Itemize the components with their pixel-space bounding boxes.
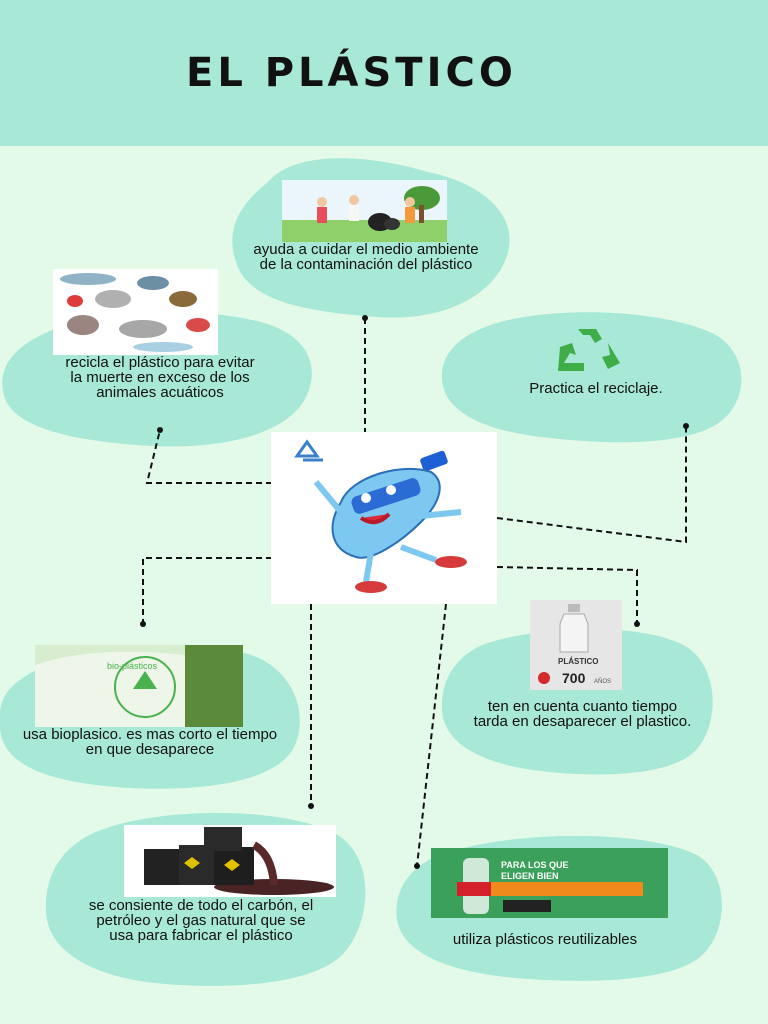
- sea-animals-icon: [60, 273, 210, 352]
- bottle-label: PLÁSTICO: [558, 657, 598, 666]
- people-cleaning-icon: [282, 186, 447, 242]
- bioplastic-text: usa bioplasico. es mas corto el tiempo e…: [22, 726, 278, 758]
- reusable-ad-image: PARA LOS QUE ELIGEN BIEN: [431, 848, 668, 918]
- animals-text: recicla el plástico para evitar la muert…: [65, 354, 255, 401]
- bottle-years-unit: AÑOS: [594, 678, 611, 685]
- oil-barrels-image: [124, 825, 336, 897]
- bottle-mascot-icon: [294, 439, 467, 593]
- ad-line-1: PARA LOS QUE: [501, 860, 569, 870]
- environment-text: ayuda a cuidar el medio ambiente de la c…: [253, 241, 479, 273]
- sea-animals-image: [53, 269, 218, 355]
- blob-recycle: [441, 312, 742, 443]
- fuel-text: se consiente de todo el carbón, el petró…: [88, 897, 314, 944]
- recycle-icon: [550, 325, 636, 373]
- bottle-mascot-image: [271, 432, 497, 604]
- time-text: ten en cuenta cuanto tiempo tarda en des…: [473, 698, 692, 730]
- recycle-text: Practica el reciclaje.: [529, 380, 663, 397]
- reuse-text: utiliza plásticos reutilizables: [452, 931, 638, 948]
- bioplastic-label: bio-plásticos: [107, 661, 158, 671]
- blob-time: [441, 629, 713, 775]
- bioplastic-image: bio-plásticos: [35, 645, 243, 727]
- oil-barrels-icon: [144, 827, 334, 895]
- ad-line-2: ELIGEN BIEN: [501, 871, 559, 881]
- people-cleaning-image: [282, 180, 447, 242]
- plastic-bottle-years-image: PLÁSTICO 700 AÑOS: [530, 600, 622, 690]
- bottle-years: 700: [562, 670, 586, 686]
- page-title: EL PLÁSTICO: [186, 50, 517, 96]
- header-band: [0, 0, 768, 146]
